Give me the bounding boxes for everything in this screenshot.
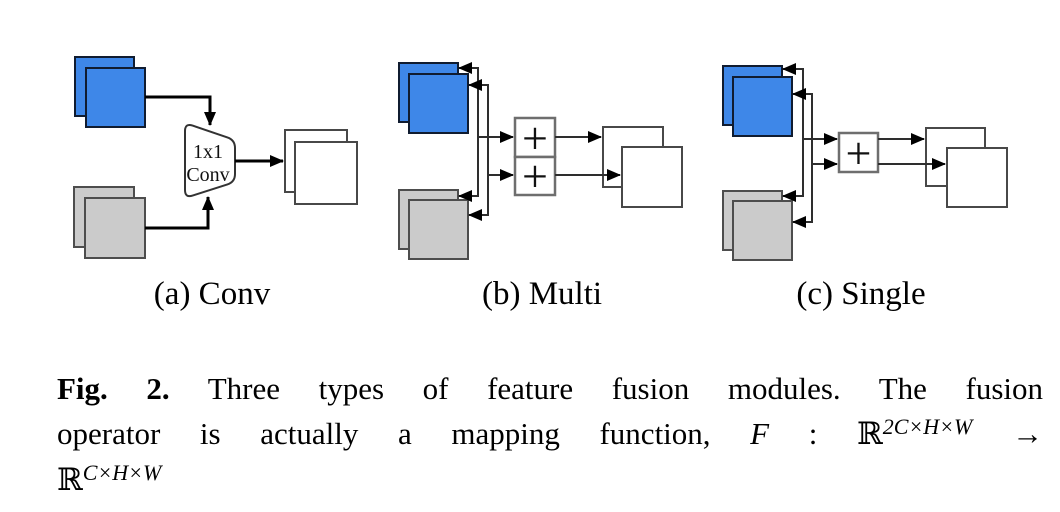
skip-connection-front [792,88,813,228]
panel-label-multi: (b) Multi [481,276,603,312]
math-mapsto-arrow: → [972,416,1044,451]
deep-feature-map-front [732,76,793,137]
deep-feature-map-front [408,73,469,134]
conv-label-line1: 1x1 [193,141,223,163]
caption-fig-label: Fig. 2. [57,371,170,406]
math-codomain-superscript: C×H×W [82,460,162,486]
shallow-feature-map-front [84,197,146,259]
deep-feature-map-front [85,67,146,128]
arrow-deep-to-conv [145,95,216,126]
fusion-plus: + [846,128,872,179]
fusion-plus-bottom: + [522,151,548,202]
fusion-plus-top: + [522,113,548,164]
output-feature-map-front [621,146,683,208]
panel-single: + [722,63,1008,261]
shallow-feature-map-front [732,200,793,261]
fusion-plus-box [837,131,880,174]
output-feature-map-front [946,147,1008,208]
fusion-diagrams: 1x1 Conv + + [73,56,1008,261]
caption-line-1: Fig. 2. Three types of feature fusion mo… [57,366,1043,411]
caption-line-2: operator is actually a mapping function,… [57,411,1043,457]
fusion-plus-box-top [513,116,557,159]
math-colon: : [808,416,858,451]
math-domain-superscript: 2C×H×W [882,414,973,440]
panel-label-conv: (a) Conv [153,276,271,312]
math-real-domain: ℝ [857,416,883,452]
figure-caption: Fig. 2. Three types of feature fusion mo… [57,366,1043,503]
skip-connection-front [468,79,489,221]
panel-conv: 1x1 Conv [73,56,358,259]
panel-multi: + + [398,62,683,260]
caption-line2-text: operator is actually a mapping function, [57,416,711,451]
math-real-codomain: ℝ [57,462,83,498]
conv-label-line2: Conv [186,164,229,186]
caption-line1-text: Three types of feature fusion modules. T… [169,371,1043,406]
output-feature-map-front [294,141,358,205]
conv-funnel-shape [184,123,236,198]
caption-line-3: ℝC×H×W [57,457,1043,503]
arrow-shallow-to-conv [145,196,214,230]
panel-label-single: (c) Single [796,276,926,312]
fusion-plus-box-bottom [513,155,557,197]
math-function-f: F [710,416,809,451]
shallow-feature-map-front [408,199,469,260]
